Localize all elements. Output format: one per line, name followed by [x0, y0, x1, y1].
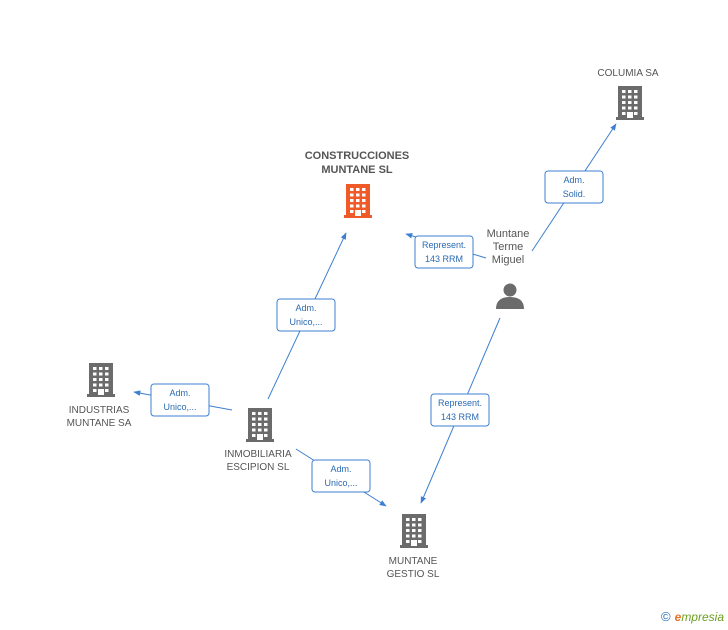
nodes-layer: CONSTRUCCIONES MUNTANE SL COLUMIA SA Muntan… [67, 68, 659, 580]
building-icon[interactable] [246, 408, 274, 442]
edge-label-line: Adm. [169, 388, 190, 398]
edge-label-line: 143 RRM [441, 412, 479, 422]
edges-layer [133, 123, 617, 507]
node-columia[interactable]: COLUMIA SA [597, 68, 659, 120]
edge-label-line: Adm. [295, 303, 316, 313]
edge-label-muntane-person-to-columia[interactable]: Adm. Solid. [544, 170, 604, 204]
node-label-line: MUNTANE SA [67, 418, 132, 429]
edge-label-box [311, 459, 371, 493]
building-icon[interactable] [616, 86, 644, 120]
node-gestio[interactable]: MUNTANE GESTIO SL [387, 514, 440, 580]
node-construcciones[interactable]: CONSTRUCCIONES MUNTANE SL [305, 150, 410, 218]
edge-label-line: Represent. [422, 240, 466, 250]
edge-label-line: Adm. [563, 175, 584, 185]
edge-label-line: Unico,... [289, 317, 322, 327]
edge-label-box [150, 383, 210, 417]
node-industrias[interactable]: INDUSTRIAS MUNTANE SA [67, 363, 132, 429]
edge-label-box [430, 393, 490, 427]
empresia-brand[interactable]: ©empresia [661, 609, 724, 624]
edge-label-inmobiliaria-to-gestio[interactable]: Adm. Unico,... [311, 459, 371, 493]
node-label-line: MUNTANE SL [321, 164, 393, 176]
node-label-line: COLUMIA SA [597, 68, 658, 79]
person-icon[interactable] [496, 283, 524, 310]
edge-label-box [276, 298, 336, 332]
edge-label-line: Solid. [563, 189, 586, 199]
node-inmobiliaria[interactable]: INMOBILIARIA ESCIPION SL [224, 408, 292, 473]
edge-labels-layer: Adm. Unico,... Adm. Unico,... Adm. Unico,... R… [150, 170, 604, 493]
edge-label-line: Adm. [330, 464, 351, 474]
node-label-line: MUNTANE [389, 556, 438, 567]
edge-label-box [544, 170, 604, 204]
node-label-line: Muntane [487, 228, 530, 240]
edge-label-box [414, 235, 474, 269]
node-label-line: GESTIO SL [387, 569, 440, 580]
brand-name: mpresia [681, 610, 724, 624]
edge-label-inmobiliaria-to-construcciones[interactable]: Adm. Unico,... [276, 298, 336, 332]
node-label-line: Miguel [492, 254, 524, 266]
node-label-line: INMOBILIARIA [224, 449, 292, 460]
edge-label-line: Unico,... [324, 478, 357, 488]
edge-label-line: Represent. [438, 398, 482, 408]
node-label-line: CONSTRUCCIONES [305, 150, 410, 162]
edge-label-muntane-person-to-construcciones[interactable]: Represent. 143 RRM [414, 235, 474, 269]
edge-label-muntane-person-to-gestio[interactable]: Represent. 143 RRM [430, 393, 490, 427]
edge-label-inmobiliaria-to-industrias[interactable]: Adm. Unico,... [150, 383, 210, 417]
edge-label-line: Unico,... [163, 402, 196, 412]
edge-label-line: 143 RRM [425, 254, 463, 264]
brand-e-letter: e [674, 610, 682, 624]
copyright-icon: © [661, 609, 671, 624]
building-icon[interactable] [87, 363, 115, 397]
building-icon[interactable] [400, 514, 428, 548]
node-label-line: Terme [493, 241, 524, 253]
node-label-line: INDUSTRIAS [69, 405, 130, 416]
node-label-line: ESCIPION SL [227, 462, 290, 473]
building-icon[interactable] [344, 184, 372, 218]
